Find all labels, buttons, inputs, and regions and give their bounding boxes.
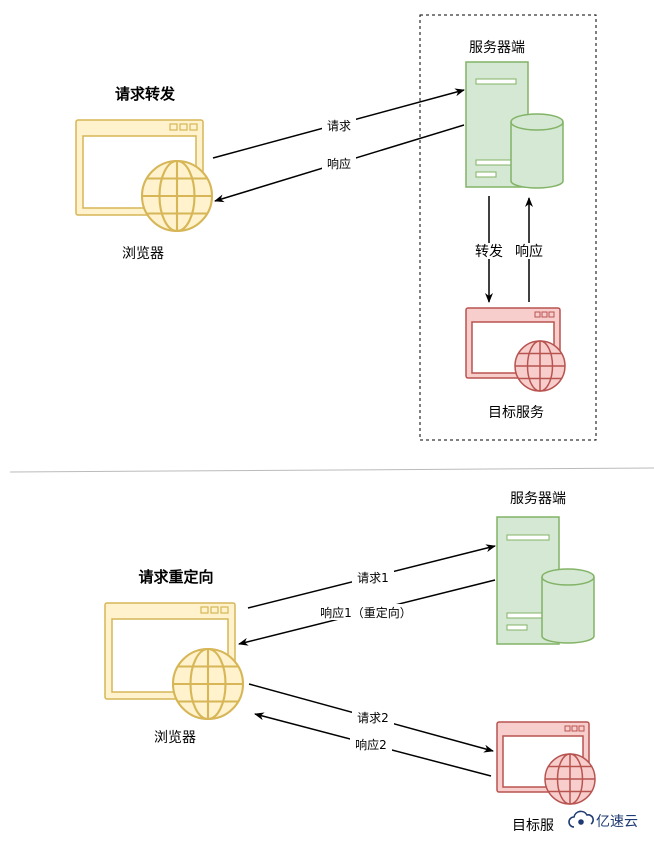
target-label: 目标服 [512, 818, 554, 834]
server-label: 服务器端 [510, 491, 566, 507]
forward-title: 请求转发 [115, 85, 176, 103]
target-globe-icon [515, 341, 565, 391]
database-icon [510, 113, 564, 189]
watermark: 亿速云 [555, 806, 647, 834]
browser-label: 浏览器 [122, 246, 164, 262]
browser-window-icon [104, 602, 236, 700]
response-label: 响应 [327, 156, 351, 171]
request2-label: 请求2 [357, 711, 389, 725]
watermark-text: 亿速云 [596, 814, 638, 830]
database-icon [541, 568, 595, 644]
response1-label: 响应1（重定向） [320, 605, 412, 620]
forward-section: 请求转发 浏览器 服务器端 [75, 14, 597, 441]
response2-label: 响应2 [355, 737, 387, 752]
globe-icon [142, 161, 212, 231]
request1-label: 请求1 [357, 571, 389, 585]
cloud-logo-icon [568, 810, 594, 828]
browser-label: 浏览器 [154, 730, 196, 746]
inner-response-label: 响应 [515, 243, 543, 260]
globe-icon [173, 649, 243, 719]
server-label: 服务器端 [469, 40, 525, 56]
forward-label: 转发 [475, 244, 503, 260]
request-label: 请求 [327, 119, 351, 133]
section-divider [9, 467, 654, 473]
redirect-section: 请求重定向 浏览器 服务器端 [104, 491, 595, 834]
target-globe-icon [545, 754, 595, 804]
redirect-title: 请求重定向 [138, 568, 213, 586]
target-label: 目标服务 [488, 405, 544, 421]
